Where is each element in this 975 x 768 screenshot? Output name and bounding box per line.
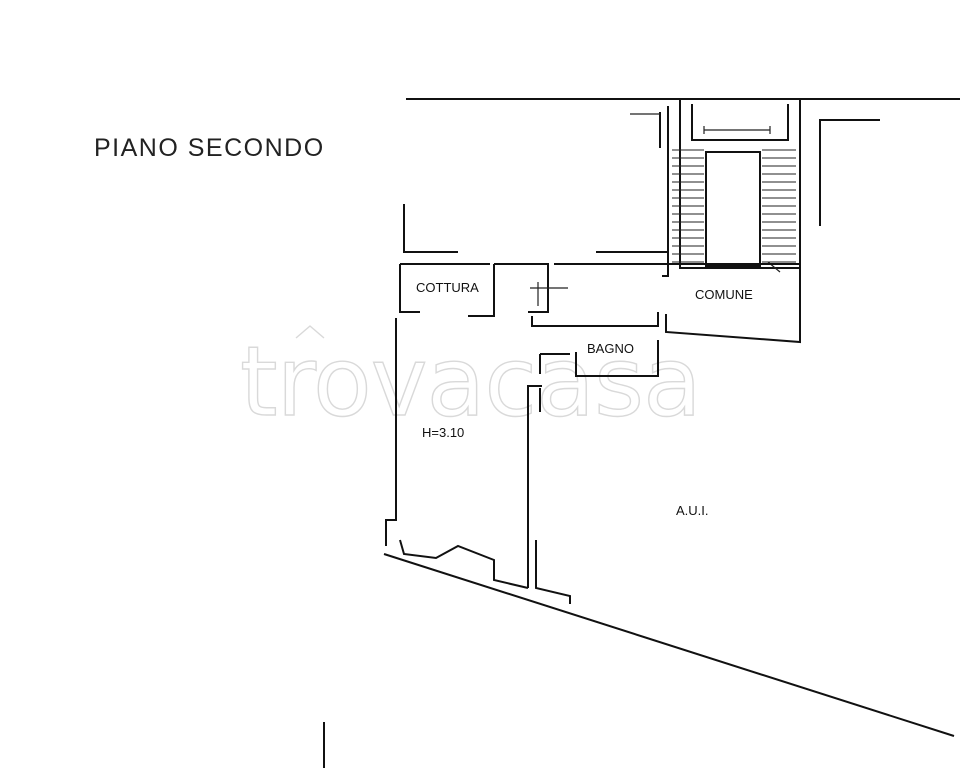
room-label-height: H=3.10 [422, 425, 464, 440]
street-boundary-wall [383, 553, 955, 737]
right-room-wall [819, 119, 880, 226]
room-label-comune: COMUNE [695, 287, 753, 302]
watermark-text: trovacasa [240, 326, 701, 438]
bagno-walls [531, 312, 659, 377]
aui-walls [535, 388, 571, 604]
main-room-walls [385, 318, 542, 589]
room-label-bagno: BAGNO [587, 341, 634, 356]
comune-walls [554, 263, 801, 344]
upper-room-walls [403, 106, 669, 277]
stair-treads-right [762, 149, 796, 263]
room-label-aui: A.U.I. [676, 503, 709, 518]
cottura-walls [399, 263, 568, 317]
stair-treads-left [672, 149, 704, 263]
stair-well [705, 151, 761, 267]
plan-title: PIANO SECONDO [94, 134, 325, 162]
watermark-logo: trovacasa [239, 325, 703, 439]
room-label-cottura: COTTURA [416, 280, 479, 295]
watermark-hat-icon [295, 325, 325, 339]
staircase [672, 99, 801, 273]
